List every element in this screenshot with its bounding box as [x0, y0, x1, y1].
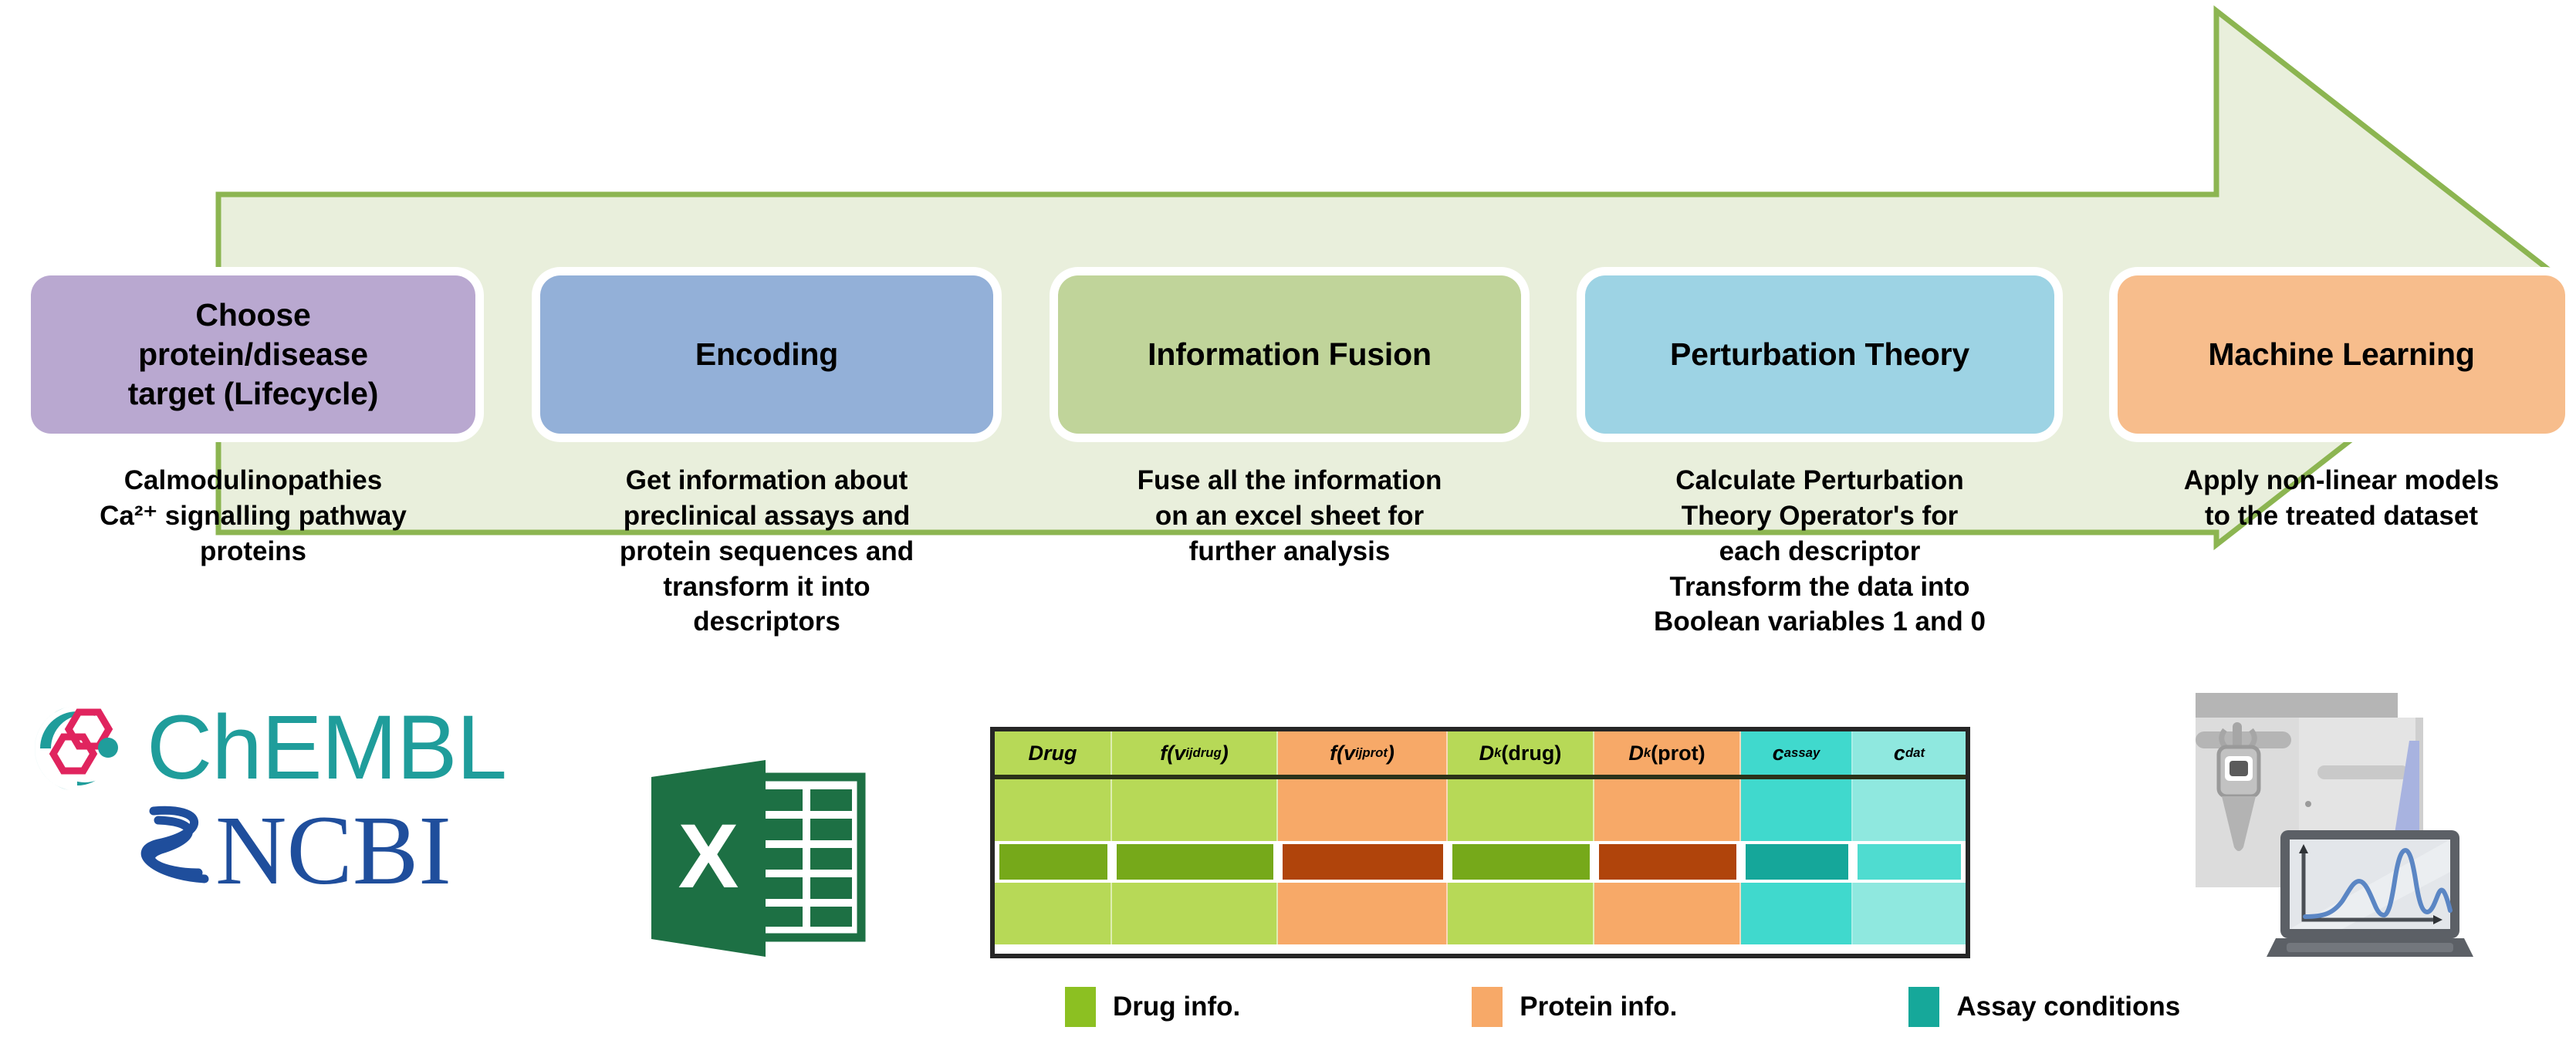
ncbi-helix-icon [140, 806, 209, 883]
table-cell-f-v-ij-prot [1278, 883, 1448, 944]
table-header-cell-drug: Drug [995, 731, 1112, 775]
excel-file-icon: X [651, 760, 866, 957]
table-cell-drug [995, 779, 1112, 841]
legend-item-assay-conditions: Assay conditions [1908, 987, 2180, 1027]
legend-label-drug-info: Drug info. [1113, 992, 1241, 1022]
stage-description-machine-learning: Apply non-linear models to the treated d… [2183, 465, 2500, 531]
table-cell-f-v-ij-prot [1278, 779, 1448, 841]
chembl-logo: ChEMBL [34, 698, 507, 799]
table-cell-dk-drug [1448, 844, 1594, 880]
stage-box-encoding[interactable]: Encoding [540, 275, 993, 434]
pipette-icon [2216, 722, 2261, 851]
stage-description-choose-target: Calmodulinopathies Ca²⁺ signalling pathw… [100, 465, 407, 566]
table-cell-f-v-ij-prot [1278, 844, 1448, 880]
legend-swatch-drug-info [1065, 987, 1096, 1027]
table-cell-dk-prot [1594, 779, 1741, 841]
laptop-icon [2267, 830, 2473, 957]
legend-label-protein-info: Protein info. [1520, 992, 1678, 1022]
table-cell-c-dat [1853, 779, 1966, 841]
stage-description-encoding: Get information about preclinical assays… [619, 465, 914, 637]
stage-label-encoding: Encoding [695, 336, 839, 373]
table-cell-drug [995, 844, 1112, 880]
stage-label-perturbation-theory: Perturbation Theory [1669, 336, 1970, 373]
chembl-mark-icon [34, 706, 119, 791]
stage-box-machine-learning[interactable]: Machine Learning [2118, 275, 2565, 434]
legend-item-protein-info: Protein info. [1472, 987, 1677, 1027]
table-row [995, 883, 1966, 944]
legend-swatch-protein-info [1472, 987, 1503, 1027]
legend-swatch-assay-conditions [1908, 987, 1940, 1027]
table-cell-dk-prot [1594, 844, 1741, 880]
stage-description-information-fusion: Fuse all the information on an excel she… [1137, 465, 1442, 566]
table-cell-f-v-ij-drug [1112, 779, 1278, 841]
legend-item-drug-info: Drug info. [1065, 987, 1240, 1027]
table-cell-f-v-ij-drug [1112, 844, 1278, 880]
excel-letter-x: X [678, 806, 739, 907]
ncbi-wordmark: NCBI [215, 799, 451, 895]
stage-box-choose-target[interactable]: Choose protein/disease target (Lifecycle… [31, 275, 475, 434]
table-cell-c-assay [1741, 883, 1853, 944]
table-row-highlighted [995, 841, 1966, 883]
stage-box-information-fusion[interactable]: Information Fusion [1058, 275, 1521, 434]
stage-label-choose-target: Choose protein/disease target (Lifecycle… [127, 297, 379, 411]
table-cell-dk-drug [1448, 779, 1594, 841]
lab-instrument-illustration [2196, 693, 2473, 957]
table-cell-c-dat [1853, 844, 1966, 880]
table-row [995, 779, 1966, 841]
stage-label-machine-learning: Machine Learning [2208, 336, 2475, 373]
table-cell-dk-prot [1594, 883, 1741, 944]
table-legend: Drug info. Protein info. Assay conditions [1065, 984, 2180, 1030]
table-cell-c-dat [1853, 883, 1966, 944]
table-cell-c-assay [1741, 779, 1853, 841]
stage-description-perturbation-theory: Calculate Perturbation Theory Operator's… [1654, 465, 1986, 637]
table-cell-c-assay [1741, 844, 1853, 880]
legend-label-assay-conditions: Assay conditions [1956, 992, 2181, 1022]
table-cell-f-v-ij-drug [1112, 883, 1278, 944]
chembl-wordmark: ChEMBL [147, 698, 506, 799]
table-cell-drug [995, 883, 1112, 944]
stage-label-information-fusion: Information Fusion [1148, 336, 1432, 373]
table-cell-dk-drug [1448, 883, 1594, 944]
stage-box-perturbation-theory[interactable]: Perturbation Theory [1585, 275, 2054, 434]
ncbi-logo: NCBI [140, 799, 451, 895]
